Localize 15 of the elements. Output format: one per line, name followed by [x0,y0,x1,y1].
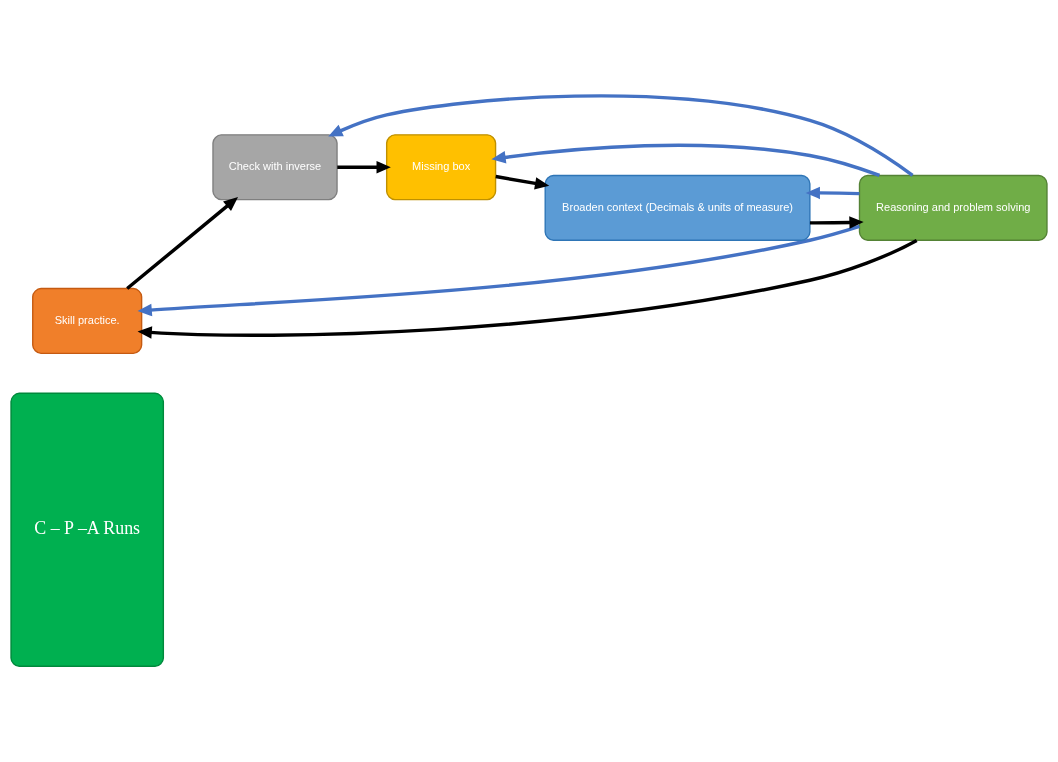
arrow [337,160,391,174]
node-box: Skill practice. [32,287,143,354]
arrow [805,186,860,200]
arrow [491,143,881,178]
node-box: Missing box [386,134,497,201]
arrow [328,94,914,177]
node-box: Broaden context (Decimals & units of measure) [544,174,811,241]
node-box: C – P –A Runs [10,392,165,667]
arrow [137,238,918,339]
node-box: Reasoning and problem solving [858,174,1048,241]
node-box: Check with inverse [212,134,338,201]
arrow [126,197,239,290]
arrow [137,224,860,317]
arrow [809,216,864,229]
arrow [495,174,550,190]
